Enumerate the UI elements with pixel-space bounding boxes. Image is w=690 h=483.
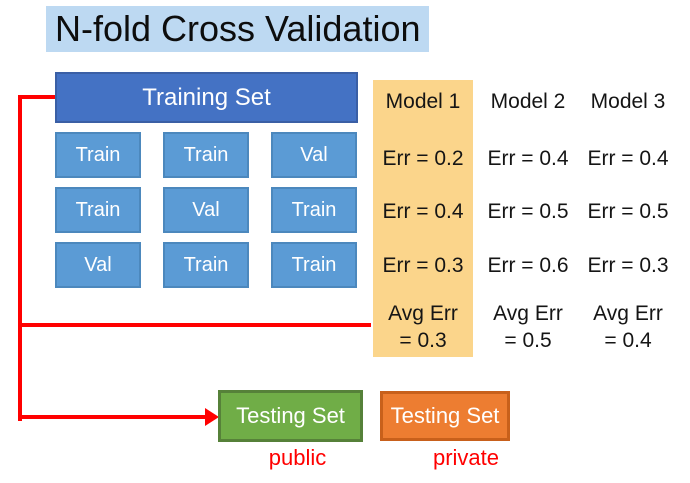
testing-set-public-box: Testing Set	[218, 390, 363, 442]
fold-cell-r3c1: Val	[55, 242, 141, 288]
connector-vertical-line	[18, 95, 22, 421]
model-error: Err = 0.4	[587, 147, 669, 170]
model-avg-value: = 0.5	[504, 329, 552, 352]
model-name: Model 3	[590, 90, 666, 113]
slide-title: N-fold Cross Validation	[46, 6, 430, 52]
model-error: Err = 0.3	[587, 254, 669, 277]
model-error: Err = 0.5	[487, 200, 569, 223]
model-column-2: Model 2 Err = 0.4 Err = 0.5 Err = 0.6 Av…	[478, 80, 578, 357]
connector-top-line	[18, 95, 57, 99]
model-name: Model 2	[490, 90, 566, 113]
model-avg-label: Avg Err	[493, 302, 563, 325]
model-error: Err = 0.6	[487, 254, 569, 277]
fold-cell-r1c1: Train	[55, 132, 141, 178]
fold-cell-r1c2: Train	[163, 132, 249, 178]
fold-cell-r3c2: Train	[163, 242, 249, 288]
model-error: Err = 0.5	[587, 200, 669, 223]
model-error: Err = 0.4	[382, 200, 464, 223]
red-arrowhead-icon	[205, 408, 219, 426]
testing-set-private-box: Testing Set	[380, 391, 510, 441]
model-avg-value: = 0.3	[399, 329, 447, 352]
model1-highlight	[373, 80, 473, 357]
fold-cell-r3c3: Train	[271, 242, 357, 288]
model-avg-value: = 0.4	[604, 329, 652, 352]
fold-cell-r2c1: Train	[55, 187, 141, 233]
connector-testing-line	[18, 415, 207, 419]
model-name: Model 1	[385, 90, 461, 113]
model-column-1: Model 1 Err = 0.2 Err = 0.4 Err = 0.3 Av…	[373, 80, 473, 357]
model-avg-label: Avg Err	[388, 302, 458, 325]
testing-set-private-caption: private	[432, 445, 500, 470]
model-column-3: Model 3 Err = 0.4 Err = 0.5 Err = 0.3 Av…	[578, 80, 678, 357]
model-avg-label: Avg Err	[593, 302, 663, 325]
fold-cell-r2c2: Val	[163, 187, 249, 233]
connector-avg-err-line	[18, 323, 371, 327]
training-set-header: Training Set	[55, 72, 358, 123]
model-error: Err = 0.2	[382, 147, 464, 170]
model-error: Err = 0.4	[487, 147, 569, 170]
fold-cell-r2c3: Train	[271, 187, 357, 233]
model-error: Err = 0.3	[382, 254, 464, 277]
fold-cell-r1c3: Val	[271, 132, 357, 178]
testing-set-public-caption: public	[268, 445, 327, 470]
